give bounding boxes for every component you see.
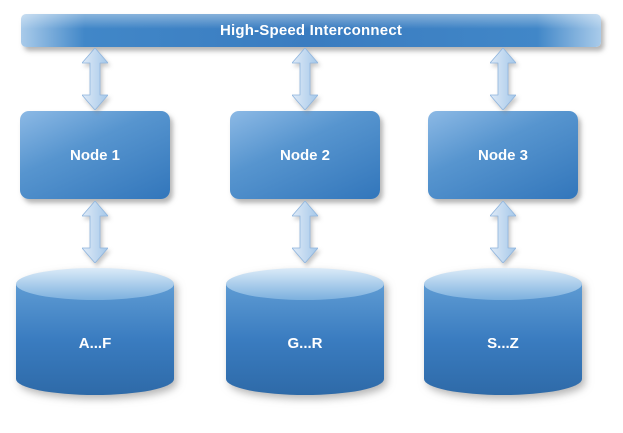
diagram-column-3: Node 3 S...Z [424, 47, 582, 397]
storage-cylinder-2: G...R [226, 267, 384, 397]
double-arrow-icon [490, 47, 516, 111]
diagram-column-2: Node 2 G...R [226, 47, 384, 397]
storage-cylinder-1: A...F [16, 267, 174, 397]
database-cylinder-icon [16, 267, 174, 397]
double-arrow-icon [82, 47, 108, 111]
database-cylinder-icon [226, 267, 384, 397]
double-arrow-icon [292, 199, 318, 265]
storage-label: G...R [287, 334, 323, 352]
storage-label: A...F [78, 334, 112, 352]
storage-label: S...Z [487, 334, 519, 352]
node-box-3: Node 3 [428, 111, 578, 199]
node-box-1: Node 1 [20, 111, 170, 199]
storage-cylinder-3: S...Z [424, 267, 582, 397]
diagram-column-1: Node 1 A...F [16, 47, 174, 397]
double-arrow-icon [292, 47, 318, 111]
node-box-2: Node 2 [230, 111, 380, 199]
interconnect-label: High-Speed Interconnect [219, 22, 403, 39]
double-arrow-icon [82, 199, 108, 265]
node-label: Node 2 [279, 146, 330, 164]
database-cylinder-icon [424, 267, 582, 397]
node-label: Node 3 [477, 146, 528, 164]
double-arrow-icon [490, 199, 516, 265]
node-label: Node 1 [69, 146, 120, 164]
interconnect-bar: High-Speed Interconnect [21, 14, 601, 47]
